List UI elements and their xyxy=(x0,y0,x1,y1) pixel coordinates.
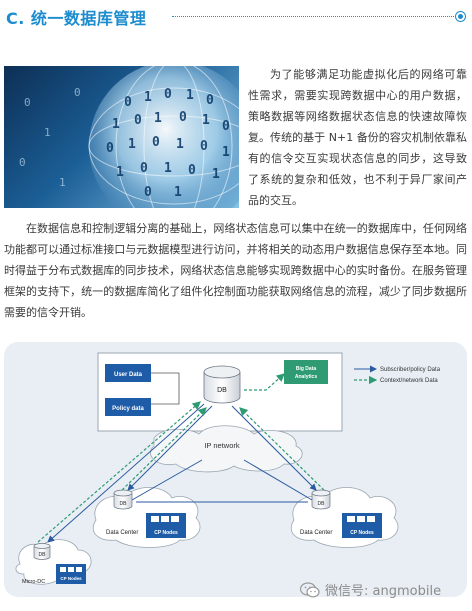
svg-text:1: 1 xyxy=(212,167,220,182)
svg-text:0: 0 xyxy=(24,96,31,109)
svg-text:1: 1 xyxy=(222,145,230,160)
central-db-icon xyxy=(203,365,241,404)
svg-text:1: 1 xyxy=(154,111,162,126)
svg-text:0: 0 xyxy=(144,185,152,200)
svg-text:1: 1 xyxy=(176,137,184,152)
context-arrow-micro xyxy=(37,401,201,543)
policy-data-box xyxy=(105,398,151,416)
svg-text:1: 1 xyxy=(186,88,194,103)
svg-text:0: 0 xyxy=(134,113,142,128)
svg-text:0: 0 xyxy=(164,87,172,102)
watermark: 微信号: angmobile xyxy=(300,580,441,599)
svg-text:1: 1 xyxy=(44,126,51,139)
svg-text:1: 1 xyxy=(202,113,210,128)
svg-text:1: 1 xyxy=(59,176,66,189)
ip-network-label: IP network xyxy=(204,441,240,450)
svg-text:1: 1 xyxy=(128,137,136,152)
user-data-box xyxy=(105,364,151,382)
heading-bullet-icon xyxy=(455,11,466,22)
watermark-text: 微信号: angmobile xyxy=(325,584,442,599)
svg-text:0: 0 xyxy=(222,119,230,134)
svg-text:0: 0 xyxy=(124,95,132,110)
subscriber-arrow-right xyxy=(231,405,317,491)
svg-text:0: 0 xyxy=(152,135,160,150)
svg-text:1: 1 xyxy=(144,90,152,105)
data-bracket xyxy=(151,372,180,405)
section-heading: C. 统一数据库管理 xyxy=(6,4,146,30)
central-db-label: DB xyxy=(217,387,227,394)
svg-text:0: 0 xyxy=(140,161,148,176)
svg-text:1: 1 xyxy=(164,161,172,176)
analytics-arrow xyxy=(244,373,285,391)
intro-paragraph: 为了能够满足功能虚拟化后的网络可靠性需求，需要实现跨数据中心的用户数据，策略数据… xyxy=(248,68,467,207)
svg-text:0: 0 xyxy=(200,139,208,154)
big-data-label-2: Analytics xyxy=(295,374,317,380)
micro-cp-nodes-label: CP Nodes xyxy=(60,576,82,581)
svg-text:0: 0 xyxy=(188,163,196,178)
svg-text:1: 1 xyxy=(174,185,182,200)
left-dc-label: Data Center xyxy=(106,530,138,536)
wechat-icon xyxy=(300,581,320,597)
left-cp-nodes xyxy=(146,513,186,538)
right-dc-db-icon xyxy=(311,489,331,510)
micro-dc-db-label: DB xyxy=(39,552,47,558)
svg-text:0: 0 xyxy=(74,86,81,99)
svg-text:0: 0 xyxy=(179,110,187,125)
right-cp-nodes-label: CP Nodes xyxy=(350,530,374,536)
section-title: C. 统一数据库管理 xyxy=(6,9,147,28)
micro-dc-db-icon xyxy=(33,543,51,560)
svg-text:0: 0 xyxy=(106,141,114,156)
ip-links xyxy=(131,459,313,503)
big-data-box xyxy=(284,360,328,384)
left-dc-db-label: DB xyxy=(120,501,128,507)
user-data-label: User Data xyxy=(114,372,143,378)
micro-cp-nodes xyxy=(56,564,86,584)
left-dc-db-icon xyxy=(113,489,133,510)
legend-context-label: Context/network Data xyxy=(380,378,438,384)
subscriber-arrow-left xyxy=(127,405,213,491)
right-cp-nodes xyxy=(342,513,382,538)
right-dc-label: Data Center xyxy=(300,530,332,536)
right-dc-db-label: DB xyxy=(318,501,326,507)
subscriber-arrow-micro xyxy=(47,403,205,543)
legend-subscriber-label: Subscriber/policy Data xyxy=(380,367,441,373)
context-arrow-left xyxy=(121,407,207,491)
context-arrow-right xyxy=(239,407,325,491)
svg-text:1: 1 xyxy=(116,165,124,180)
svg-text:0: 0 xyxy=(19,156,26,169)
architecture-diagram: User Data Policy data DB Big Data Analyt… xyxy=(4,342,467,597)
heading-rule xyxy=(172,16,458,17)
left-cp-nodes-label: CP Nodes xyxy=(154,530,178,536)
policy-data-label: Policy data xyxy=(112,406,144,412)
micro-dc-label: Micro-DC xyxy=(22,579,45,585)
svg-text:1: 1 xyxy=(112,117,120,132)
body-paragraph: 在数据信息和控制逻辑分离的基础上，网络状态信息可以集中在统一的数据库中，任何网络… xyxy=(4,222,467,319)
big-data-label-1: Big Data xyxy=(296,366,317,372)
svg-text:0: 0 xyxy=(206,93,214,108)
ip-network-cloud xyxy=(150,425,303,473)
